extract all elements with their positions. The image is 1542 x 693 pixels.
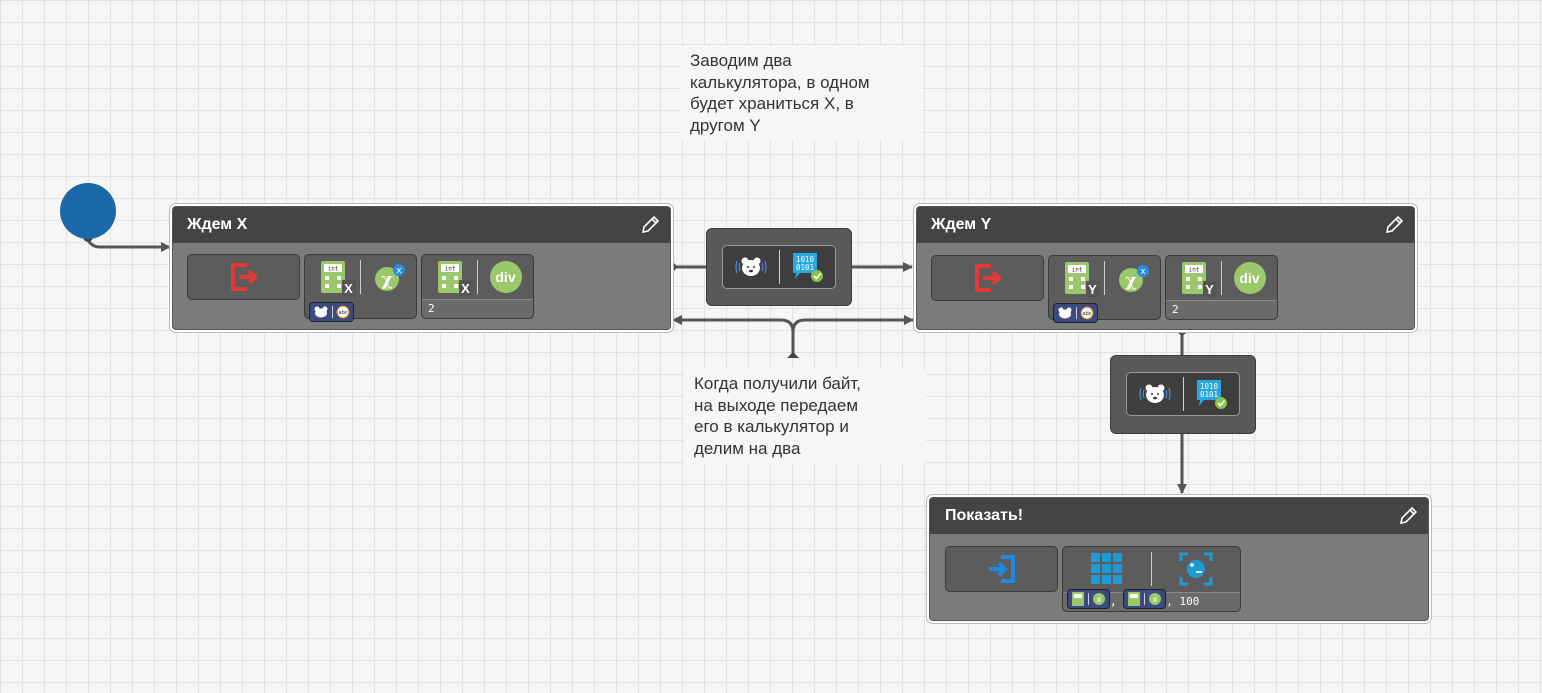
enter-action-tile[interactable] — [945, 546, 1058, 592]
note-top: Заводим два калькулятора, в одном будет … — [680, 46, 922, 140]
variable-x-icon: χ x — [1118, 265, 1149, 292]
pencil-icon[interactable] — [640, 215, 660, 235]
transition-byte-received[interactable]: 1010 0101 — [1110, 355, 1256, 434]
state-title: Ждем Y — [931, 216, 992, 233]
x-glyph: x — [1097, 595, 1102, 604]
note-top-line: будет храниться X, в — [690, 94, 854, 113]
state-header: Ждем Y — [917, 207, 1414, 243]
div-operation-icon: div — [489, 261, 522, 293]
pencil-icon[interactable] — [1384, 215, 1404, 235]
abc-icon: abc — [336, 305, 350, 319]
svg-text:χ: χ — [1125, 271, 1136, 291]
enter-icon — [988, 555, 1015, 583]
calc-div-block[interactable]: int Y div 2 — [1165, 255, 1278, 320]
calculator-icon — [1072, 592, 1084, 606]
svg-text:abc: abc — [339, 310, 348, 316]
variable-x-icon: x — [1149, 593, 1162, 605]
state-title: Ждем X — [187, 216, 248, 233]
note-top-line: Заводим два — [690, 51, 792, 70]
note-bottom: Когда получили байт, на выходе передаем … — [684, 369, 926, 463]
transition-condition: 1010 0101 — [722, 245, 836, 289]
div-param: 2 — [422, 299, 533, 318]
note-top-line: калькулятора, в одном — [690, 72, 870, 92]
svg-text:int: int — [1188, 267, 1199, 274]
state-show[interactable]: Показать! — [929, 497, 1429, 621]
exit-icon — [230, 263, 258, 291]
calculator-icon: int Y — [1064, 261, 1100, 297]
calculator-icon: int Y — [1181, 261, 1217, 297]
display-block[interactable]: x , x , 100 — [1062, 546, 1241, 612]
binary-text: 0101 — [1200, 390, 1218, 399]
wire-start-to-wait-x — [86, 237, 171, 252]
exit-icon — [974, 264, 1002, 292]
calc-variable-block[interactable]: int Y χ x — [1048, 255, 1161, 323]
binary-data-icon: 1010 0101 — [1197, 380, 1228, 409]
state-wait-y[interactable]: Ждем Y int Y — [916, 206, 1415, 330]
display-params: x , x , 100 — [1063, 589, 1240, 611]
calc-div-block[interactable]: int X div 2 — [421, 254, 534, 319]
exit-action-tile[interactable] — [187, 254, 300, 300]
abc-icon: abc — [1080, 306, 1094, 320]
note-bottom-line: Когда получили байт, — [694, 374, 862, 393]
note-bottom-line: его в калькулятор и — [694, 417, 849, 436]
param-chip[interactable]: abc — [309, 302, 354, 322]
calculator-icon: int X — [320, 260, 356, 296]
svg-text:x: x — [396, 266, 402, 276]
param-chip[interactable]: abc — [1053, 303, 1098, 323]
note-top-line: другом Y — [690, 115, 761, 135]
binary-text: 0101 — [796, 263, 814, 272]
bear-signal-icon — [735, 257, 767, 276]
param-chip[interactable]: x — [1067, 589, 1110, 609]
svg-text:χ: χ — [381, 270, 392, 290]
calc-variable-block[interactable]: int X χ x — [304, 254, 417, 322]
param-separator: , — [1166, 595, 1173, 608]
state-title: Показать! — [945, 507, 1024, 524]
param-separator: , — [1110, 595, 1117, 608]
start-node[interactable] — [60, 183, 116, 239]
state-wait-x[interactable]: Ждем X int X — [172, 206, 671, 330]
transition-byte-received[interactable]: 1010 0101 — [706, 228, 852, 306]
x-glyph: x — [1153, 595, 1158, 604]
param-chip[interactable]: x — [1123, 589, 1167, 609]
bear-signal-icon — [1139, 384, 1171, 403]
note-bottom-line: на выходе передаем — [694, 395, 859, 415]
grid-display-icon — [1091, 553, 1122, 584]
variable-x-icon: x — [1093, 593, 1105, 605]
calculator-icon: int X — [437, 260, 473, 296]
binary-data-icon: 1010 0101 — [793, 253, 824, 282]
svg-text:int: int — [444, 266, 455, 273]
svg-text:int: int — [1071, 267, 1082, 274]
param-value: 100 — [1179, 595, 1200, 608]
variable-letter: X — [341, 280, 356, 296]
variable-letter: Y — [1202, 281, 1217, 297]
div-param: 2 — [1166, 300, 1277, 319]
state-header: Ждем X — [173, 207, 670, 243]
variable-letter: X — [458, 280, 473, 296]
exit-action-tile[interactable] — [931, 255, 1044, 301]
bear-icon — [1058, 307, 1072, 319]
div-operation-icon: div — [1233, 262, 1266, 294]
svg-text:abc: abc — [1083, 311, 1092, 317]
variable-letter: Y — [1085, 281, 1100, 297]
note-bottom-line: делим на два — [694, 438, 801, 458]
wire-back-to-wait-x — [672, 315, 795, 356]
binary-text: 1010 — [796, 255, 815, 264]
bear-icon — [314, 306, 328, 318]
wire-back-to-wait-y — [791, 315, 914, 356]
state-header: Показать! — [930, 498, 1428, 534]
calculator-icon — [1128, 592, 1141, 606]
variable-x-icon: χ x — [374, 264, 405, 291]
zoom-icon — [1179, 552, 1213, 586]
binary-text: 1010 — [1200, 382, 1219, 391]
pencil-icon[interactable] — [1398, 506, 1418, 526]
svg-text:int: int — [327, 266, 338, 273]
transition-condition: 1010 0101 — [1126, 372, 1240, 416]
svg-text:x: x — [1140, 267, 1146, 277]
